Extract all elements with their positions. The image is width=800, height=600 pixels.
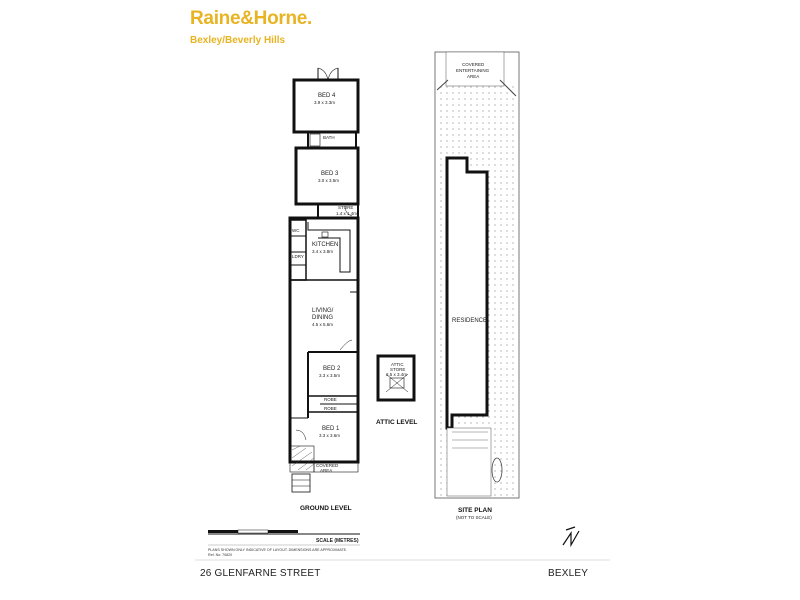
attic-store: STORE [390, 367, 405, 372]
attic-name: ATTIC [391, 362, 404, 367]
site-labels: COVERED ENTERTAINING AREA RESIDENCE SITE… [452, 62, 492, 520]
living-label-2: DINING [312, 315, 333, 321]
disclaimer: PLANS SHOWN ONLY INDICATIVE OF LAYOUT. D… [208, 548, 347, 557]
scale-label: SCALE (METRES) [316, 538, 359, 544]
attic-labels: ATTIC STORE 2.5 x 3.4m ATTIC LEVEL [376, 362, 417, 426]
bed4-dims: 3.9 x 3.3m [314, 100, 335, 105]
site-plan-title: SITE PLAN [458, 507, 492, 514]
north-arrow-icon [562, 526, 580, 548]
attic-dims: 2.5 x 3.4m [386, 372, 407, 377]
robe2-label: ROBE [324, 406, 337, 411]
kitchen-dims: 3.4 x 3.8m [312, 249, 333, 254]
store-dims: 1.4 x 1.4m [336, 211, 357, 216]
attic-plan [376, 354, 416, 402]
covered-label: COVERED [316, 463, 339, 468]
bed3-label: BED 3 [321, 171, 339, 177]
brand-office: Bexley/Beverly Hills [190, 35, 286, 46]
bed3-dims: 3.0 x 3.5m [318, 178, 339, 183]
bed4-label: BED 4 [318, 93, 336, 99]
bed2-dims: 3.3 x 3.5m [319, 373, 340, 378]
address: 26 GLENFARNE STREET [200, 568, 321, 579]
bed1-label: BED 1 [322, 426, 340, 432]
area-label: AREA [320, 468, 332, 473]
attic-level-title: ATTIC LEVEL [376, 419, 417, 426]
disclaimer-line-1: PLANS SHOWN ONLY INDICATIVE OF LAYOUT. D… [208, 548, 348, 552]
bath-small-label: WC [292, 228, 300, 233]
site-plan-subtitle: (NOT TO SCALE) [456, 515, 492, 520]
site-covered-1: COVERED [462, 62, 485, 67]
scale-bar [208, 529, 360, 546]
bed2-label: BED 2 [323, 366, 341, 372]
site-covered-2: ENTERTAINING [456, 68, 490, 73]
site-plan [434, 51, 520, 499]
ground-level-title: GROUND LEVEL [300, 505, 352, 512]
site-covered-3: AREA [467, 74, 479, 79]
kitchen-label: KITCHEN [312, 242, 338, 248]
living-dims: 4.5 x 5.6m [312, 322, 333, 327]
store-label: STORE [338, 205, 353, 210]
robe1-label: ROBE [324, 397, 337, 402]
residence-label: RESIDENCE [452, 318, 487, 324]
suburb: BEXLEY [548, 568, 589, 579]
brand-logo: Raine&Horne. [190, 8, 313, 29]
ground-labels: BED 4 3.9 x 3.3m BATH BED 3 3.0 x 3.5m S… [292, 93, 357, 512]
bath-label: BATH [323, 135, 335, 140]
disclaimer-line-2: Ref. No: 70820 [208, 552, 233, 557]
living-label-1: LIVING/ [312, 308, 334, 314]
bed1-dims: 3.3 x 3.6m [319, 433, 340, 438]
ldry-label: LDRY [292, 254, 304, 259]
ground-level-plan [288, 67, 360, 493]
ground-hatch [291, 445, 315, 471]
